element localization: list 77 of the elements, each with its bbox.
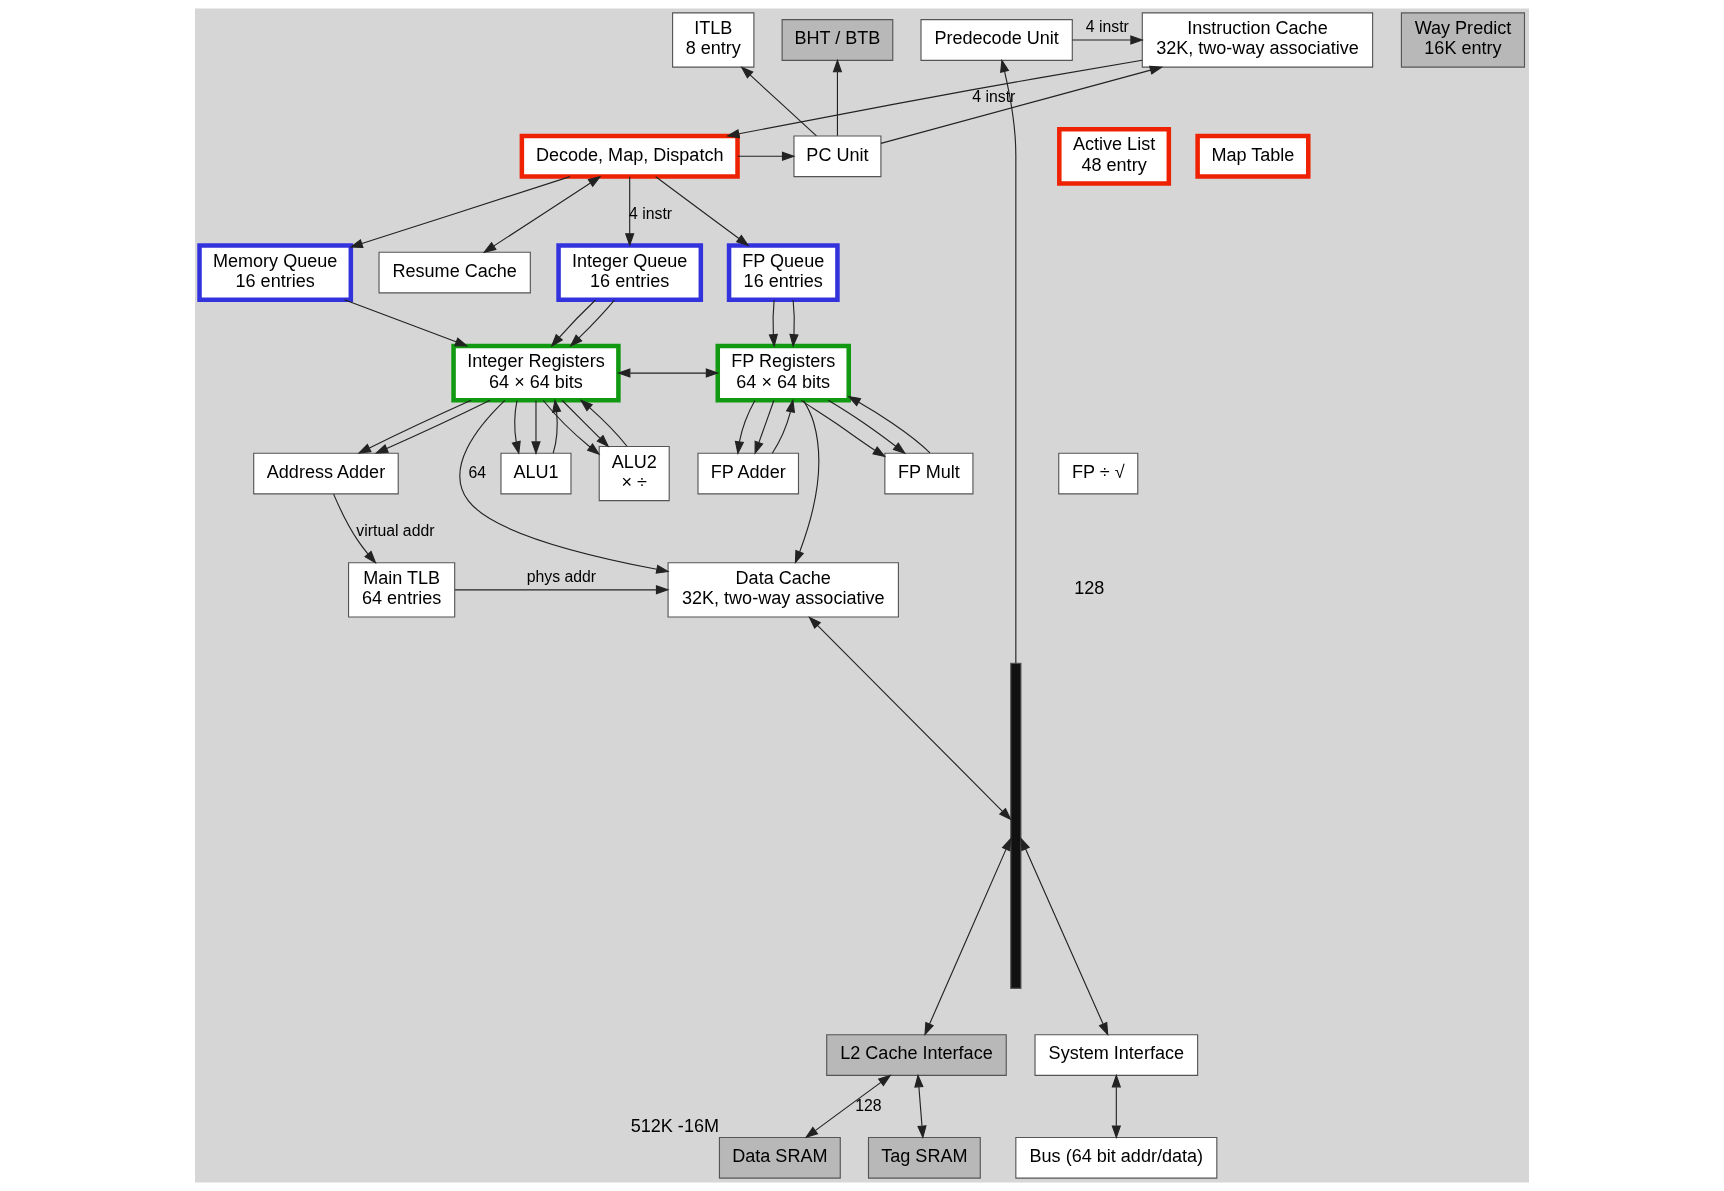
arrow — [734, 399, 756, 455]
node-box: ALU2 × ÷ — [598, 445, 670, 502]
arrow — [482, 175, 602, 254]
arrow — [768, 299, 779, 348]
arrow — [357, 399, 472, 454]
node-box: FP Registers 64 × 64 bits — [715, 343, 851, 403]
arrow — [569, 299, 616, 348]
arrow — [1000, 58, 1017, 664]
arrow — [343, 299, 469, 347]
arrow — [808, 616, 1012, 821]
node-box: Active List 48 entry — [1057, 126, 1172, 186]
node-box: ALU1 — [500, 452, 572, 495]
arrow — [1071, 35, 1144, 45]
node-box: Integer Queue 16 entries — [556, 243, 704, 302]
arrow — [561, 399, 610, 448]
node-box: ITLB 8 entry — [672, 12, 755, 68]
arrow — [454, 585, 670, 595]
arrow — [914, 1073, 927, 1140]
arrow — [616, 368, 720, 378]
arrow — [579, 399, 628, 447]
arrow — [924, 837, 1012, 1037]
node-box: Data SRAM — [718, 1136, 841, 1179]
edge-label: 64 — [468, 463, 487, 481]
node-box: PC Unit — [793, 135, 882, 178]
arrow — [800, 399, 887, 458]
arrow — [754, 399, 775, 455]
arrow — [552, 398, 562, 454]
edge-label: 4 instr — [972, 88, 1016, 106]
node-label: 512K -16M — [630, 1115, 719, 1136]
arrow — [827, 399, 907, 455]
node-box: Resume Cache — [378, 251, 531, 294]
arrow — [794, 400, 820, 565]
label: 128 — [1074, 578, 1105, 599]
arrow — [832, 58, 843, 137]
node-box: L2 Cache Interface — [826, 1034, 1007, 1076]
arrow — [374, 399, 491, 454]
arrow — [531, 399, 541, 455]
node-box: FP Mult — [884, 452, 974, 495]
arrow — [880, 65, 1164, 144]
node-box: Memory Queue 16 entries — [197, 243, 354, 302]
node-box: Bus (64 bit addr/data) — [1015, 1136, 1218, 1179]
node-box: FP Adder — [697, 452, 800, 495]
arrow — [333, 493, 377, 564]
arrow — [550, 299, 597, 348]
arrow — [1111, 1073, 1122, 1140]
arrow — [511, 399, 521, 455]
edge-label: virtual addr — [356, 521, 435, 539]
arrow — [725, 59, 1143, 139]
arrow — [1020, 836, 1109, 1036]
arrow — [740, 66, 817, 137]
node-box: Tag SRAM — [867, 1136, 981, 1179]
node-box: Integer Registers 64 × 64 bits — [451, 343, 621, 403]
node-box: Instruction Cache 32K, two-way associative — [1141, 12, 1374, 68]
arrow — [804, 1074, 892, 1139]
node-box: Main TLB 64 entries — [348, 562, 456, 618]
node-box: Data Cache 32K, two-way associative — [667, 562, 899, 618]
arrow — [847, 395, 931, 454]
node-box: BHT / BTB — [781, 19, 894, 61]
node-box: Predecode Unit — [920, 19, 1073, 61]
node-box: Map Table — [1195, 133, 1311, 179]
node-box: Address Adder — [253, 452, 399, 495]
edge-label: 128 — [855, 1096, 882, 1114]
edge-label: phys addr — [526, 568, 597, 586]
arrow — [655, 176, 750, 247]
node-bar — [1010, 662, 1022, 989]
arrow — [349, 176, 571, 248]
arrow — [771, 398, 796, 454]
node-box: FP ÷ √ — [1058, 452, 1139, 495]
edge-label: 4 instr — [1085, 18, 1129, 36]
arrow — [737, 151, 796, 162]
arrow — [789, 299, 799, 348]
node-box: FP Queue 16 entries — [726, 243, 840, 302]
arrow — [542, 399, 601, 456]
node-box: Way Predict 16K entry — [1400, 12, 1526, 68]
arrow — [459, 399, 670, 574]
node-box: Decode, Map, Dispatch — [519, 133, 740, 179]
node-box: System Interface — [1034, 1034, 1199, 1076]
